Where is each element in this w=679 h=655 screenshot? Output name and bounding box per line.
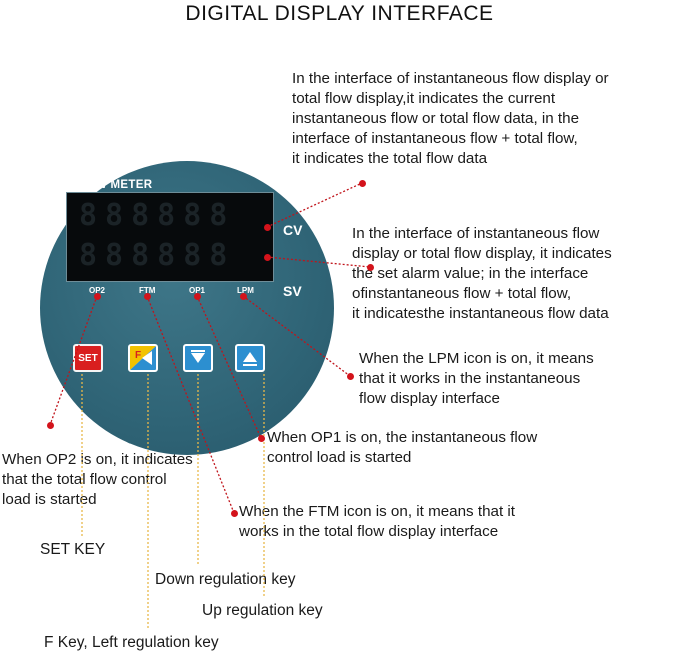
set-button[interactable]: SET [73,344,103,372]
f-button-label: F [135,350,142,361]
op2-anchor-dot [94,293,101,300]
ftm-note-dot [231,510,238,517]
sv-note-dot [367,264,374,271]
cv-label: CV [283,222,303,238]
lcd-display: 888888 888888 [66,192,274,282]
diagram-title: DIGITAL DISPLAY INTERFACE [185,2,494,25]
lpm-indicator: LPM [237,286,254,295]
lpm-annotation: When the LPM icon is on, it means that i… [359,350,594,407]
f-key-label: F Key, Left regulation key [44,634,219,651]
up-arrow-icon [243,352,257,366]
cv-digits: 888888 [79,198,236,233]
op1-pointer-line [196,295,262,439]
op1-annotation: When OP1 is on, the instantaneous flow c… [267,429,538,466]
ftm-anchor-dot [144,293,151,300]
up-button[interactable] [235,344,265,372]
lpm-note-dot [347,373,354,380]
ftm-annotation: When the FTM icon is on, it means that i… [239,503,516,540]
flow-meter-brand: FLOW METER [72,179,153,191]
sv-digit-row: 888888 [79,241,235,271]
ftm-pointer-line [146,295,235,514]
cv-annotation: In the interface of instantaneous flow d… [292,70,609,167]
sv-digits: 888888 [79,238,236,273]
cv-note-dot [359,180,366,187]
cv-digit-row: 888888 [79,201,235,231]
lpm-anchor-dot [240,293,247,300]
op2-pointer-line [49,295,98,426]
down-key-label: Down regulation key [155,571,296,588]
op1-indicator: OP1 [189,286,206,295]
sv-pointer-line [266,256,371,268]
ftm-indicator: FTM [139,286,156,295]
op2-note-dot [47,422,54,429]
f-left-icon [130,346,156,370]
up-key-label: Up regulation key [202,602,323,619]
sv-label: SV [283,283,302,299]
op1-anchor-dot [194,293,201,300]
down-button[interactable] [183,344,213,372]
cv-pointer-line [266,182,363,228]
sv-anchor-dot [264,254,271,261]
down-arrow-icon [191,350,205,363]
set-button-label: SET [78,352,98,364]
sv-annotation: In the interface of instantaneous flow d… [352,225,612,322]
op2-indicator: OP2 [89,286,106,295]
lpm-pointer-line [242,295,351,377]
f-left-button[interactable]: F [128,344,158,372]
cv-anchor-dot [264,224,271,231]
set-key-label: SET KEY [40,541,106,558]
op1-note-dot [258,435,265,442]
